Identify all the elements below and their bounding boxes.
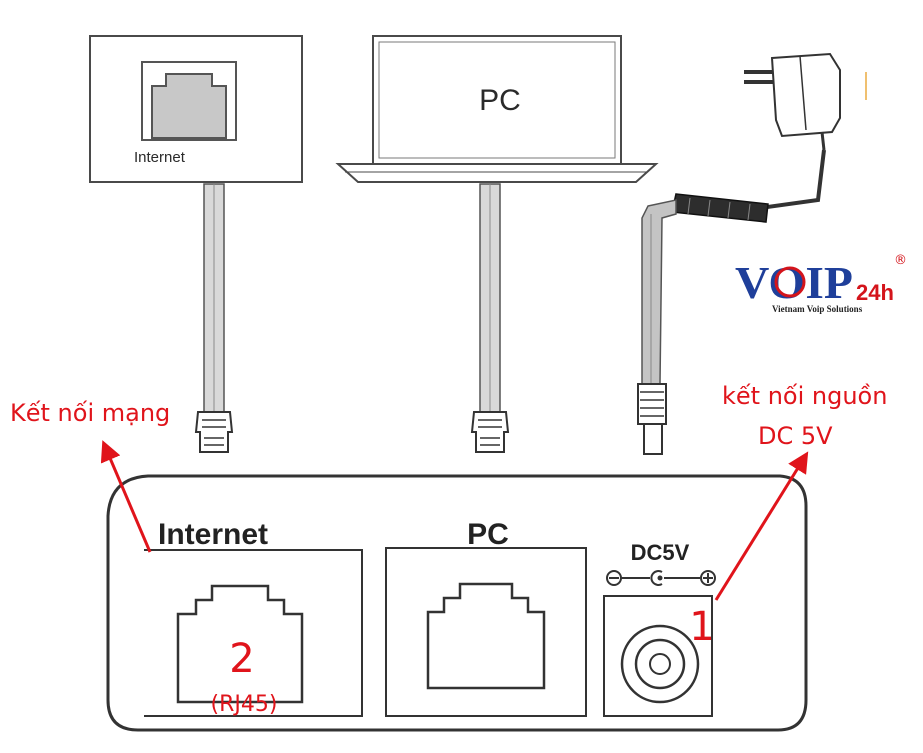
logo-registered: ® [894,253,907,268]
pc-cable [470,183,510,453]
dc-plug-icon [637,383,667,455]
arrow-power [714,451,809,601]
panel-pc-label: PC [467,518,509,551]
rj45-plug-icon [194,411,234,453]
logo-ring-icon [774,266,806,298]
panel-power-label: DC5V [631,540,690,565]
wall-outlet: Internet [89,35,303,183]
annotations: Kết nối mạng kết nối nguồn DC 5V 2 (RJ45… [10,382,887,717]
ethernet-jack-icon [151,73,227,139]
port-internet-type: (RJ45) [211,692,278,717]
voip24h-logo: VOIP 24h ® Vietnam Voip Solutions [735,253,907,314]
laptop-label: PC [479,84,521,117]
port-power-number: 1 [689,604,714,650]
port-internet-number: 2 [229,636,254,682]
annotation-network: Kết nối mạng [10,399,170,427]
wall-outlet-label: Internet [134,149,186,166]
annotation-power-line1: kết nối nguồn [722,382,887,410]
logo-brand: VOIP [735,257,853,308]
laptop: PC [335,35,659,183]
pc-port [385,547,587,717]
logo-suffix: 24h [856,280,894,305]
power-adapter [637,52,867,455]
internet-port [144,549,363,717]
arrow-network [100,440,152,553]
device-panel: Internet PC DC5V [106,474,808,732]
logo-tagline: Vietnam Voip Solutions [772,304,863,314]
ethernet-jack-icon [176,584,304,704]
panel-internet-label: Internet [158,518,268,551]
ethernet-jack-icon [426,582,546,690]
rj45-plug-icon [470,411,510,453]
internet-cable [194,183,234,453]
polarity-symbol-icon [606,570,716,586]
dc-power-jack [603,595,713,717]
annotation-power-line2: DC 5V [758,422,833,450]
